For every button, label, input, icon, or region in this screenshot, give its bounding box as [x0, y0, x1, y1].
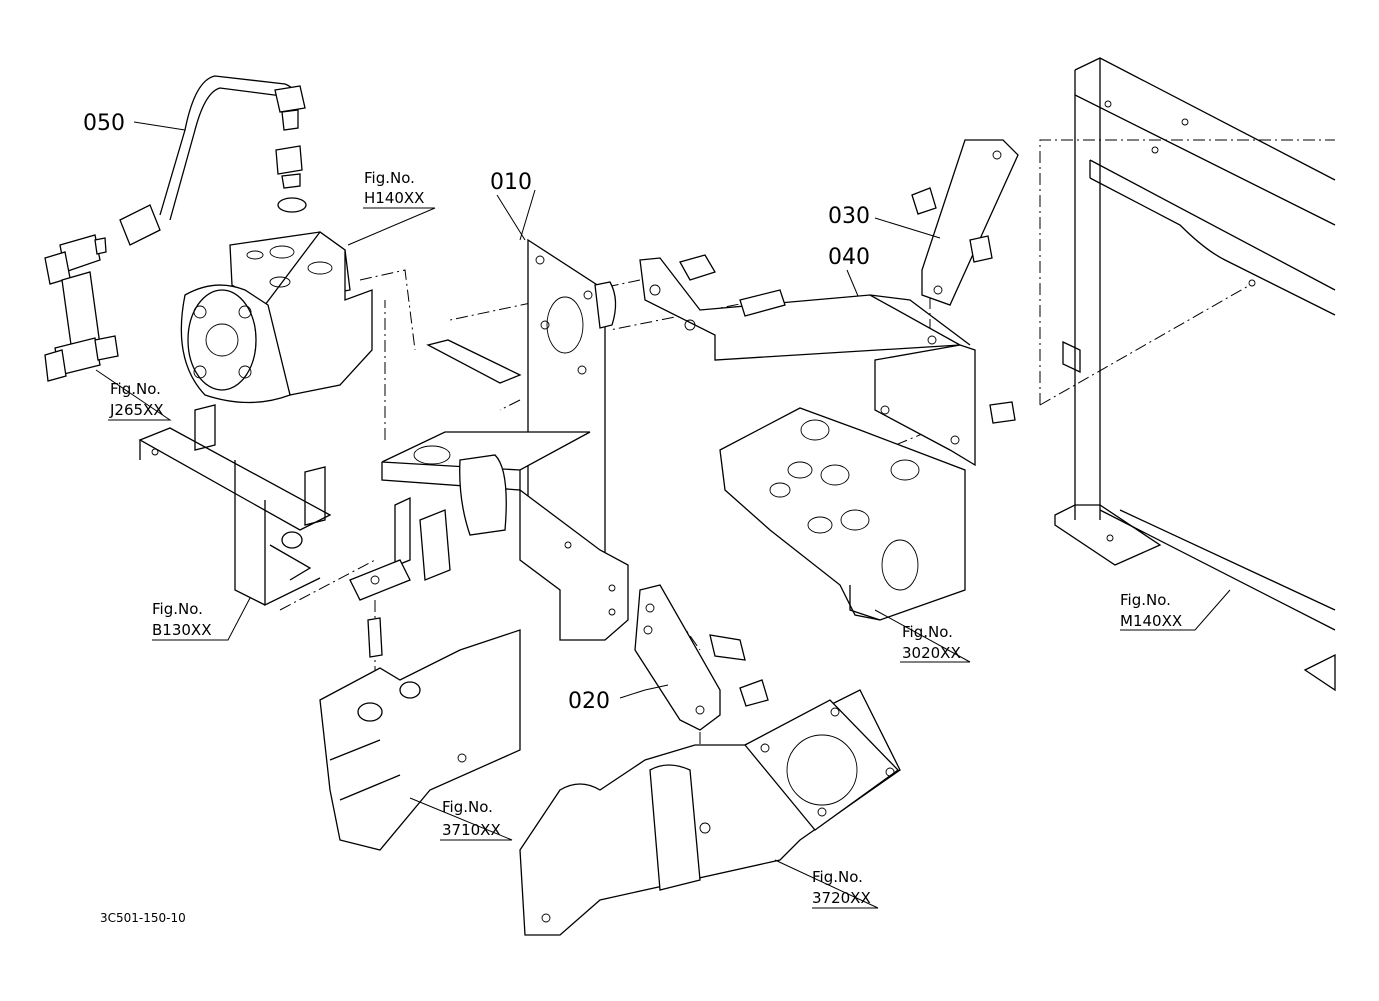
figure-ref-code: B130XX [152, 621, 211, 639]
figure-ref-code: 3720XX [812, 889, 871, 907]
figure-ref-j265: Fig.No. J265XX [109, 380, 164, 419]
hose-fitting-drawing [44, 234, 119, 382]
figure-ref-code: M140XX [1120, 612, 1182, 630]
intake-manifold-drawing [519, 689, 901, 936]
bracket-040-drawing [639, 254, 1016, 467]
figure-ref-3720: Fig.No. 3720XX [812, 868, 871, 907]
main-bracket-010-drawing [349, 238, 629, 641]
part-number-010: 010 [490, 170, 532, 195]
figure-ref-3020: Fig.No. 3020XX [902, 623, 961, 662]
part-number-labels: 050 010 030 040 020 [83, 111, 870, 714]
figure-ref-h140: Fig.No. H140XX [364, 169, 424, 207]
part-number-030: 030 [828, 204, 870, 229]
figure-ref-b130: Fig.No. B130XX [152, 600, 211, 639]
frame-assembly-drawing [1054, 57, 1336, 692]
bracket-020-drawing [634, 584, 769, 731]
figure-ref-prefix: Fig.No. [110, 380, 161, 398]
figure-ref-m140: Fig.No. M140XX [1120, 591, 1182, 630]
figure-ref-prefix: Fig.No. [442, 798, 493, 816]
figure-ref-3710: Fig.No. 3710XX [442, 798, 501, 839]
part-number-040: 040 [828, 245, 870, 270]
figure-reference-labels: Fig.No. H140XX Fig.No. J265XX Fig.No. B1… [109, 169, 1182, 907]
figure-ref-prefix: Fig.No. [1120, 591, 1171, 609]
hydraulic-pipe-050 [119, 75, 307, 246]
figure-ref-prefix: Fig.No. [364, 169, 415, 187]
bracket-030-drawing [911, 139, 1019, 306]
document-code: 3C501-150-10 [100, 911, 186, 925]
figure-ref-code: 3710XX [442, 821, 501, 839]
steering-unit-drawing [180, 231, 373, 404]
mount-bracket-b130-drawing [138, 404, 332, 607]
figure-ref-code: H140XX [364, 189, 424, 207]
injection-pump-drawing [319, 617, 521, 851]
part-number-050: 050 [83, 111, 125, 136]
part-number-020: 020 [568, 689, 610, 714]
figure-ref-code: J265XX [109, 401, 164, 419]
figure-ref-prefix: Fig.No. [902, 623, 953, 641]
figure-ref-prefix: Fig.No. [812, 868, 863, 886]
leader-lines [95, 121, 1231, 909]
figure-ref-prefix: Fig.No. [152, 600, 203, 618]
figure-ref-code: 3020XX [902, 644, 961, 662]
cylinder-head-drawing [719, 407, 966, 621]
